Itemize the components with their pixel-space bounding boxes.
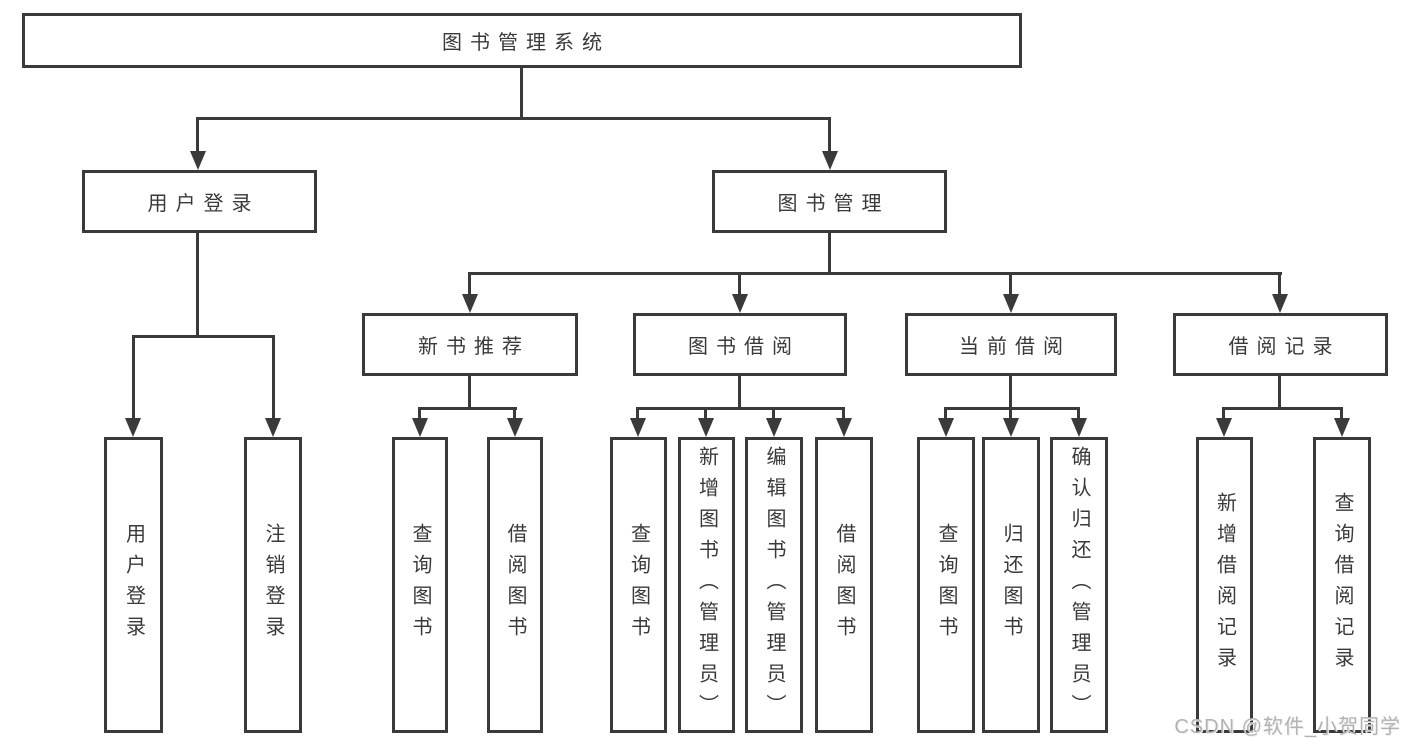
node-label: 借阅记录: [1228, 336, 1341, 358]
connector-line: [828, 233, 831, 274]
node-label: 借阅图书: [833, 523, 855, 647]
connector-line: [772, 407, 775, 422]
node-borrow-books-leaf: 借阅图书: [815, 437, 873, 733]
node-book-borrowing: 图书借阅: [633, 313, 847, 376]
arrow-down-icon: [1272, 294, 1288, 313]
node-label: 用户登录: [147, 193, 260, 215]
node-query-borrow-record-leaf: 查询借阅记录: [1313, 437, 1371, 733]
connector-line: [1278, 376, 1281, 410]
node-label: 新增借阅记录: [1213, 492, 1236, 678]
arrow-down-icon: [766, 418, 782, 437]
connector-line: [828, 117, 831, 156]
connector-line: [1340, 407, 1343, 422]
connector-line: [1009, 376, 1012, 410]
connector-line: [842, 407, 845, 422]
node-borrowing-records: 借阅记录: [1173, 313, 1388, 376]
csdn-watermark: CSDN @软件_小贺同学: [1174, 716, 1401, 738]
arrow-down-icon: [265, 418, 281, 437]
node-confirm-return-admin-leaf: 确认归还（管理员）: [1050, 437, 1108, 733]
node-root: 图书管理系统: [22, 13, 1022, 68]
connector-line: [1222, 407, 1225, 422]
connector-line: [468, 272, 471, 298]
node-label: 新增图书（管理员）: [695, 445, 718, 725]
arrow-down-icon: [938, 418, 954, 437]
node-user-login: 用户登录: [82, 170, 317, 233]
node-new-book-recommend: 新书推荐: [362, 313, 578, 376]
arrow-down-icon: [412, 418, 428, 437]
connector-line: [1009, 407, 1012, 422]
connector-line: [418, 407, 421, 422]
connector-line: [513, 407, 516, 422]
node-add-books-admin-leaf: 新增图书（管理员）: [678, 437, 735, 733]
node-label: 当前借阅: [959, 336, 1071, 358]
arrow-down-icon: [462, 294, 478, 313]
node-borrow-books-leaf: 借阅图书: [487, 437, 543, 733]
node-query-books-leaf: 查询图书: [610, 437, 667, 733]
arrow-down-icon: [190, 151, 206, 170]
connector-line: [636, 407, 845, 410]
node-label: 查询借阅记录: [1331, 492, 1353, 678]
connector-line: [738, 272, 741, 298]
arrow-down-icon: [1216, 418, 1232, 437]
connector-line: [1222, 407, 1343, 410]
node-edit-books-admin-leaf: 编辑图书（管理员）: [745, 437, 803, 733]
connector-line: [1278, 272, 1281, 298]
node-label: 新书推荐: [418, 336, 530, 358]
node-add-borrow-record-leaf: 新增借阅记录: [1196, 437, 1253, 733]
node-logout-leaf: 注销登录: [244, 437, 302, 733]
node-label: 图书管理系统: [442, 32, 610, 54]
arrow-down-icon: [732, 294, 748, 313]
node-return-books-leaf: 归还图书: [982, 437, 1040, 733]
connector-line: [418, 407, 517, 410]
arrow-down-icon: [1003, 294, 1019, 313]
arrow-down-icon: [1003, 418, 1019, 437]
node-query-books-leaf: 查询图书: [917, 437, 975, 733]
node-query-books-leaf: 查询图书: [392, 437, 448, 733]
connector-line: [468, 376, 471, 410]
connector-line: [636, 407, 639, 422]
node-label: 归还图书: [1000, 523, 1022, 647]
connector-line: [1077, 407, 1080, 422]
node-book-management: 图书管理: [712, 170, 947, 233]
arrow-down-icon: [698, 418, 714, 437]
connector-line: [132, 335, 135, 424]
node-label: 确认归还（管理员）: [1068, 445, 1090, 725]
connector-line: [132, 335, 275, 338]
connector-line: [1009, 272, 1012, 298]
arrow-down-icon: [822, 151, 838, 170]
connector-line: [944, 407, 947, 422]
connector-line: [944, 407, 1080, 410]
arrow-down-icon: [125, 418, 141, 437]
arrow-down-icon: [836, 418, 852, 437]
arrow-down-icon: [1071, 418, 1087, 437]
connector-line: [197, 117, 831, 120]
connector-line: [738, 376, 741, 410]
arrow-down-icon: [507, 418, 523, 437]
node-label: 用户登录: [122, 523, 145, 647]
connector-line: [196, 117, 199, 156]
arrow-down-icon: [1334, 418, 1350, 437]
node-label: 查询图书: [409, 523, 431, 647]
connector-line: [520, 68, 523, 117]
arrow-down-icon: [630, 418, 646, 437]
connector-line: [468, 272, 1282, 275]
node-label: 查询图书: [935, 523, 957, 647]
connector-line: [704, 407, 707, 422]
connector-line: [196, 233, 199, 337]
node-label: 图书借阅: [688, 336, 800, 358]
node-user-login-leaf: 用户登录: [104, 437, 163, 733]
connector-line: [272, 335, 275, 424]
node-current-borrowing: 当前借阅: [905, 313, 1117, 376]
node-label: 借阅图书: [504, 523, 526, 647]
node-label: 图书管理: [777, 193, 890, 215]
node-label: 注销登录: [262, 523, 284, 647]
node-label: 编辑图书（管理员）: [763, 445, 785, 725]
node-label: 查询图书: [627, 523, 650, 647]
